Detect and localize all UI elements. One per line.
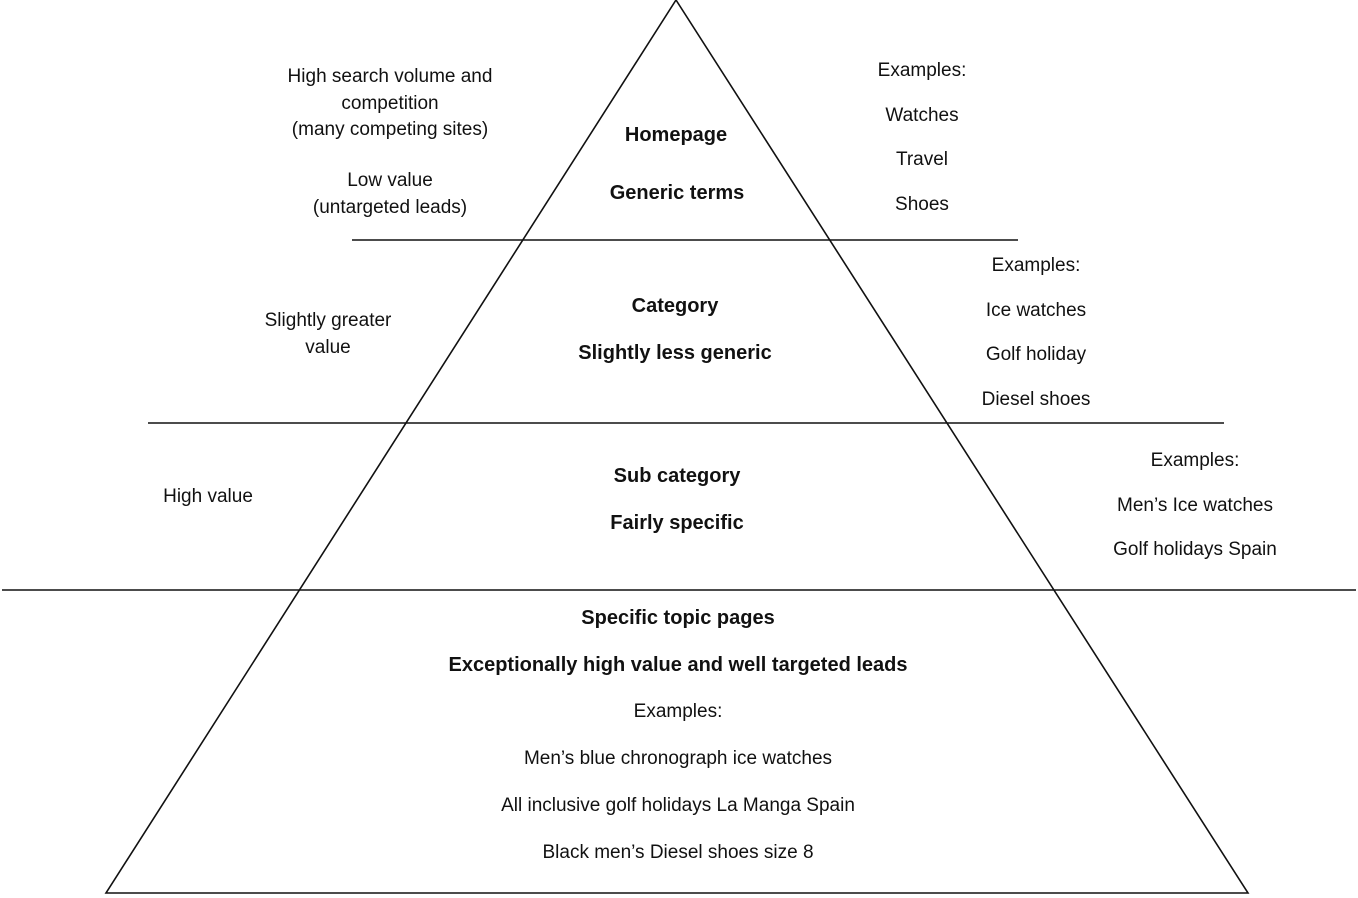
tier-examples: Examples: Men’s Ice watches Golf holiday…: [1113, 450, 1277, 584]
tier-value-description-secondary: Low value (untargeted leads): [313, 168, 467, 221]
tier-examples: Examples: Ice watches Golf holiday Diese…: [982, 255, 1091, 433]
tier-examples: Examples: Watches Travel Shoes: [878, 60, 967, 238]
example-item: Men’s blue chronograph ice watches: [523, 748, 833, 769]
tier-value-description: High value: [163, 486, 253, 507]
value-line: Slightly greater: [264, 310, 392, 331]
tier-subtitle: Slightly less generic: [578, 342, 772, 364]
tier-value-description: High search volume and competition (many…: [288, 64, 493, 144]
examples-heading: Examples:: [991, 255, 1081, 276]
example-item: Ice watches: [985, 299, 1087, 321]
example-item: Golf holidays Spain: [1113, 539, 1277, 560]
examples-heading: Examples:: [1150, 450, 1240, 471]
examples-heading: Examples:: [633, 701, 723, 722]
tier-value-description: Slightly greater value: [265, 308, 392, 361]
tier-subtitle: Generic terms: [609, 182, 745, 204]
example-item: Golf holiday: [985, 344, 1087, 365]
example-item: Travel: [895, 149, 949, 170]
example-item: Diesel shoes: [981, 388, 1091, 410]
example-item: Watches: [885, 104, 959, 126]
value-line: High search volume and: [287, 66, 493, 87]
tier-subtitle: Fairly specific: [610, 512, 744, 534]
example-item: Shoes: [895, 193, 949, 215]
pyramid-outline: [104, 0, 1250, 894]
examples-heading: Examples:: [877, 60, 967, 81]
tier-subtitle: Exceptionally high value and well target…: [448, 654, 908, 676]
value-line: value: [305, 336, 351, 358]
value-line: competition: [341, 92, 439, 114]
tier-title: Homepage: [624, 124, 728, 146]
value-line: Low value: [347, 170, 433, 191]
value-line: (untargeted leads): [312, 196, 468, 218]
tier-title: Sub category: [613, 465, 741, 487]
example-item: All inclusive golf holidays La Manga Spa…: [501, 795, 855, 816]
tier-title: Specific topic pages: [581, 607, 775, 629]
tier-title: Category: [631, 295, 719, 317]
example-item: Black men’s Diesel shoes size 8: [542, 842, 814, 863]
example-item: Men’s Ice watches: [1117, 494, 1273, 516]
value-line: (many competing sites): [291, 119, 489, 140]
